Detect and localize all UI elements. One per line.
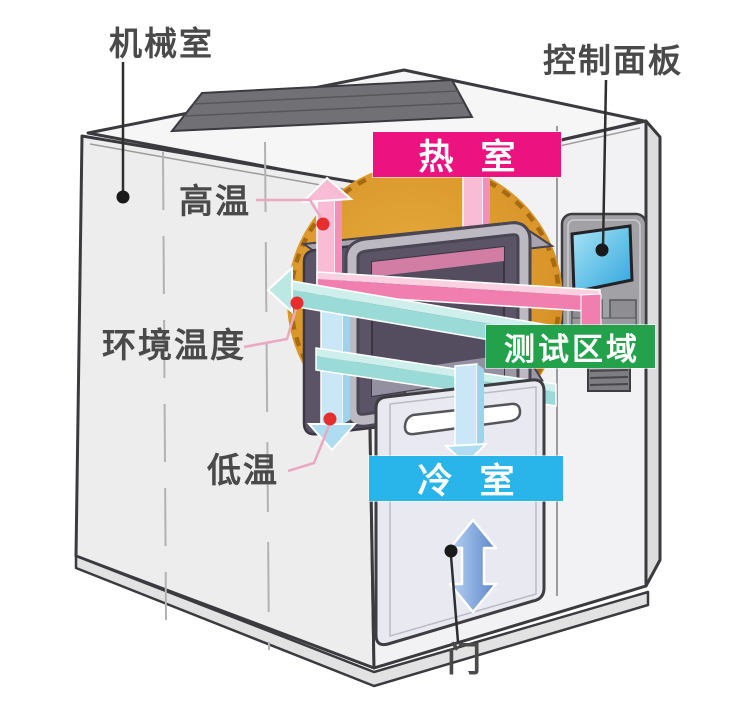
callout-leaders [116, 62, 609, 643]
machine-room-dot [116, 190, 130, 204]
door-leader [449, 555, 460, 643]
cold-supply-bar [443, 363, 489, 466]
high-temp-dot [316, 217, 330, 231]
hot-chamber-banner: 热室 [373, 132, 561, 177]
low-temp-leader [287, 425, 331, 473]
low-temp-label: 低温 [207, 452, 279, 490]
control-panel-label: 控制面板 [543, 42, 683, 79]
cold-chamber-banner: 冷室 [369, 456, 563, 501]
door-dot [444, 544, 458, 558]
test-area-banner: 测试区域 [486, 325, 655, 368]
ambient-temp-dot [290, 296, 304, 310]
ambient-temp-leader [243, 308, 298, 349]
high-temp-label: 高温 [179, 183, 251, 221]
machine-base [74, 554, 650, 688]
control-panel-dot [595, 243, 609, 257]
top-vent [169, 78, 474, 133]
low-temp-dot [323, 412, 337, 426]
high-temp-leader [256, 198, 323, 219]
door-label: 门 [447, 641, 483, 679]
control-panel-leader [601, 79, 608, 250]
machine-room-label: 机械室 [109, 25, 214, 62]
control-screen[interactable] [570, 224, 634, 294]
ambient-temp-label: 环境温度 [102, 327, 246, 365]
ambient-arrowhead [266, 265, 293, 315]
